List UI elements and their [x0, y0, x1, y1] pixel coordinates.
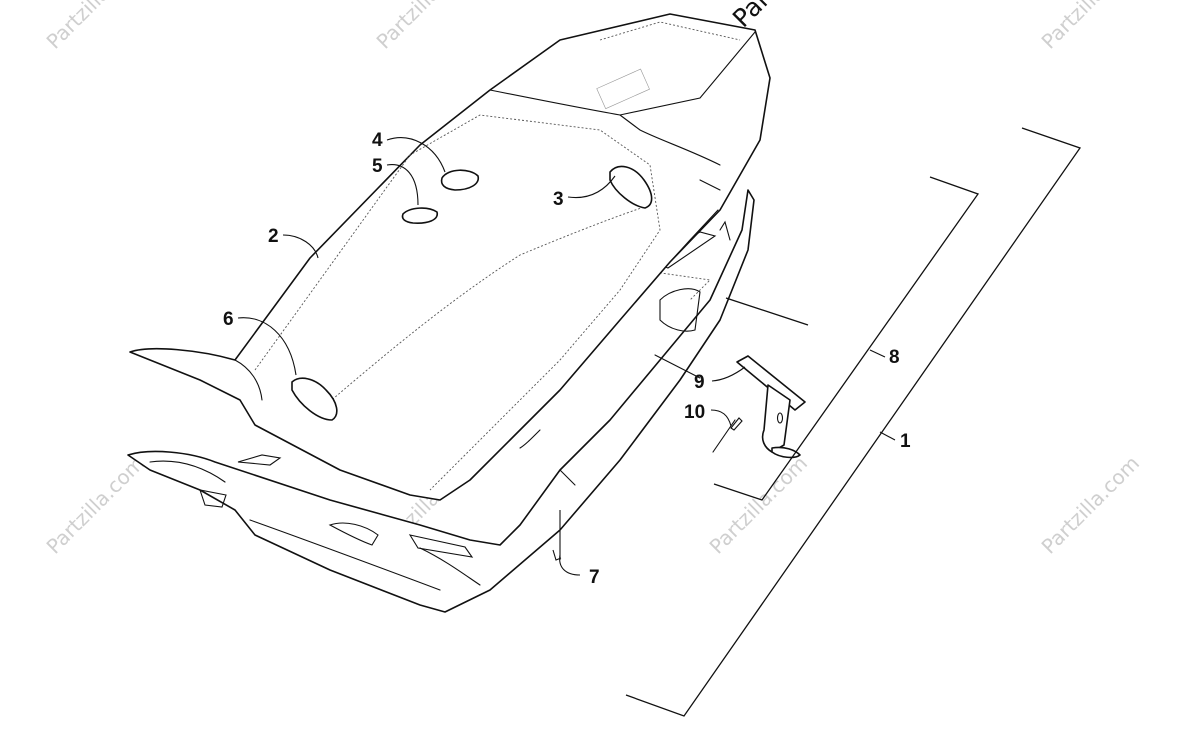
group-brackets — [625, 127, 1082, 717]
leader-4 — [386, 137, 446, 173]
seat-patches — [291, 165, 653, 421]
watermark: Partzilla.com — [1037, 0, 1144, 54]
callouts: 1 2 3 4 5 6 7 8 9 10 — [223, 130, 911, 588]
callout-4: 4 — [372, 130, 383, 151]
watermark: Partzilla.com — [42, 0, 149, 54]
watermark: Partzilla.com — [372, 0, 479, 54]
callout-8: 8 — [889, 347, 900, 368]
screw — [712, 417, 743, 453]
callout-5: 5 — [372, 156, 383, 177]
seat-cushion — [129, 13, 771, 501]
watermark: Partzilla.com — [705, 451, 812, 558]
patch-5 — [401, 207, 438, 224]
leader-lines — [237, 137, 746, 576]
patch-4 — [440, 169, 479, 191]
leader-7 — [559, 554, 581, 576]
callout-6: 6 — [223, 309, 234, 330]
leader-10 — [710, 409, 732, 427]
bracket-sub — [725, 297, 809, 326]
callout-2: 2 — [268, 226, 279, 247]
strap-3 — [609, 165, 653, 209]
callout-7: 7 — [589, 567, 600, 588]
strap-6 — [291, 377, 338, 421]
bracket-1 — [625, 127, 1082, 717]
leader-9 — [711, 366, 746, 382]
bracket-8 — [713, 176, 980, 501]
leader-6 — [237, 317, 297, 376]
watermark: Partzilla.com — [42, 451, 149, 558]
seat-base — [127, 189, 755, 613]
seat-decal — [596, 68, 650, 110]
callout-10: 10 — [684, 402, 705, 423]
leader-3 — [567, 175, 616, 199]
callout-9: 9 — [694, 372, 705, 393]
seat-bracket — [736, 355, 806, 459]
callout-1: 1 — [900, 431, 911, 452]
leader-2 — [282, 234, 319, 259]
callout-3: 3 — [553, 189, 564, 210]
leader-5 — [386, 164, 419, 206]
watermark: Partzilla.com — [1037, 451, 1144, 558]
